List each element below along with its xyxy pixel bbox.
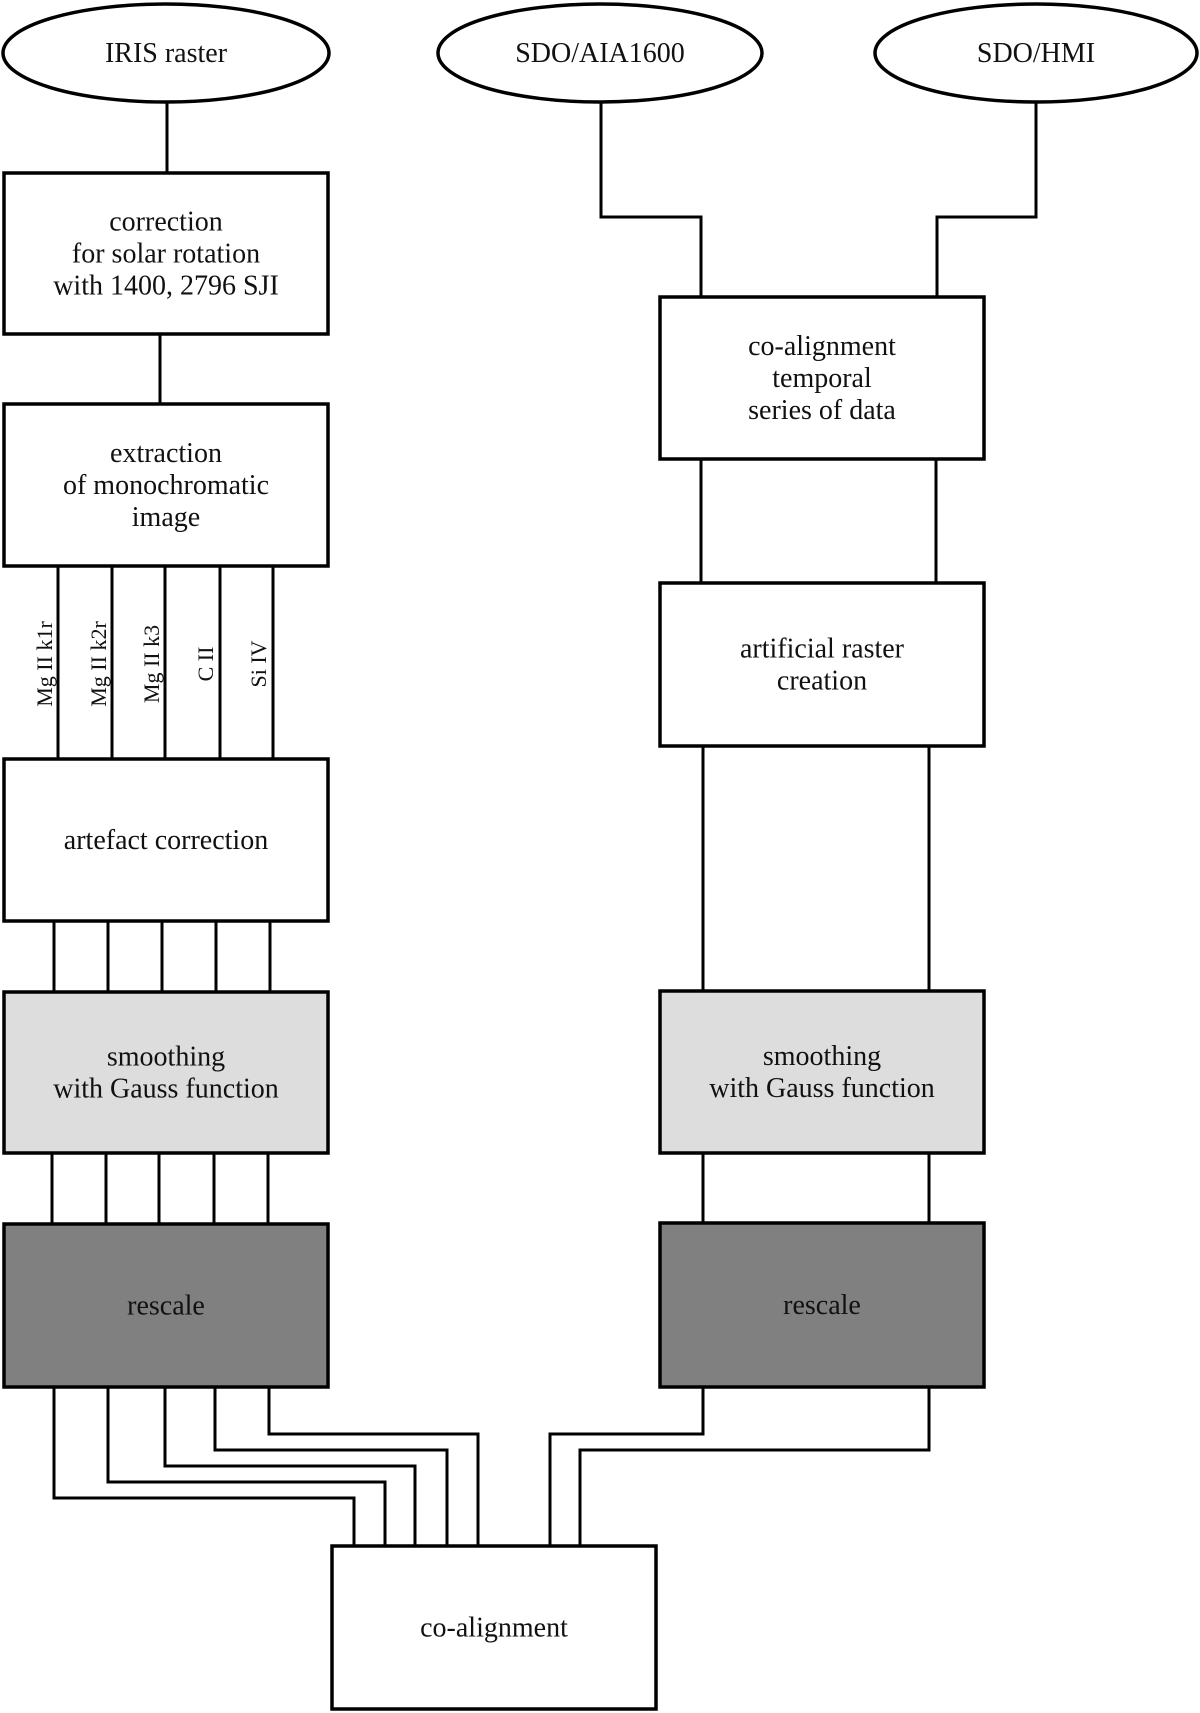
box-artificial-raster-text-line: creation xyxy=(777,666,867,697)
box-extraction-text-line: of monochromatic xyxy=(63,470,269,501)
edge-right-rescale-to-coalign-2 xyxy=(578,1387,931,1546)
box-artefact-correction: artefact correction xyxy=(2,757,330,923)
box-coalignment-output-rect xyxy=(330,1544,658,1711)
box-left-rescale-rect xyxy=(2,1222,330,1389)
hmi-ellipse xyxy=(873,2,1199,104)
box-left-smoothing-rect xyxy=(2,990,330,1155)
box-artefact-correction-rect xyxy=(2,757,330,923)
label-mg-ii-k3: Mg II k3 xyxy=(139,625,164,703)
box-left-rescale-text-line: rescale xyxy=(127,1291,205,1322)
box-right-smoothing-rect xyxy=(658,989,986,1155)
label-mg-ii-k1r: Mg II k1r xyxy=(32,621,57,707)
label-si-iv: Si IV xyxy=(246,640,271,687)
box-left-smoothing-text-line: with Gauss function xyxy=(53,1074,279,1105)
box-coalign-temporal-rect xyxy=(658,295,986,461)
label-mg-ii-k2r: Mg II k2r xyxy=(86,621,111,707)
aia-label: SDO/AIA1600 xyxy=(515,38,685,69)
box-left-rescale: rescale xyxy=(2,1222,330,1389)
box-correction-text-line: with 1400, 2796 SJI xyxy=(53,271,279,302)
box-right-rescale: rescale xyxy=(658,1221,986,1389)
box-correction-text-line: for solar rotation xyxy=(72,239,260,270)
aia-ellipse xyxy=(436,2,764,104)
iris-ellipse xyxy=(1,2,331,104)
box-artificial-raster-text-line: artificial raster xyxy=(740,634,905,665)
input-sdo-aia1600: SDO/AIA1600 xyxy=(436,2,764,104)
edge-rescale-to-coalign-2 xyxy=(106,1387,387,1546)
box-coalign-temporal-text-line: temporal xyxy=(772,363,872,394)
edges xyxy=(50,103,1038,1546)
box-correction-text-line: correction xyxy=(109,207,223,238)
spectral-line-labels: Mg II k1r Mg II k2r Mg II k3 C II Si IV xyxy=(32,621,271,707)
box-artificial-raster-rect xyxy=(658,581,986,748)
box-coalign-temporal-text-line: co-alignment xyxy=(748,331,896,362)
edge-aia-to-coalign-temporal xyxy=(599,103,703,297)
box-right-smoothing-text-line: smoothing xyxy=(763,1041,881,1072)
iris-label: IRIS raster xyxy=(105,38,228,69)
box-extraction-text-line: image xyxy=(132,502,200,533)
box-extraction-text-line: extraction xyxy=(110,438,222,469)
edge-rescale-to-coalign-1 xyxy=(52,1387,356,1546)
box-extraction-rect xyxy=(2,402,330,568)
box-left-smoothing-text-line: smoothing xyxy=(107,1042,225,1073)
box-right-smoothing-text-line: with Gauss function xyxy=(709,1073,935,1104)
input-sdo-hmi: SDO/HMI xyxy=(873,2,1199,104)
hmi-label: SDO/HMI xyxy=(977,38,1095,69)
box-coalignment-output-text-line: co-alignment xyxy=(420,1613,568,1644)
edge-right-rescale-to-coalign-1 xyxy=(548,1387,705,1546)
edge-hmi-to-coalign-temporal xyxy=(935,103,1038,297)
box-coalign-temporal-text-line: series of data xyxy=(748,395,896,426)
input-iris-raster: IRIS raster xyxy=(1,2,331,104)
edge-rescale-to-coalign-5 xyxy=(267,1387,480,1546)
edge-rescale-to-coalign-4 xyxy=(213,1387,449,1546)
edge-rescale-to-coalign-3 xyxy=(163,1387,417,1546)
label-c-ii: C II xyxy=(193,647,218,682)
box-right-rescale-rect xyxy=(658,1221,986,1389)
box-coalignment-output: co-alignment xyxy=(330,1544,658,1711)
box-right-rescale-text-line: rescale xyxy=(783,1290,861,1321)
box-correction-rect xyxy=(2,171,330,336)
box-artefact-correction-text-line: artefact correction xyxy=(64,825,268,856)
